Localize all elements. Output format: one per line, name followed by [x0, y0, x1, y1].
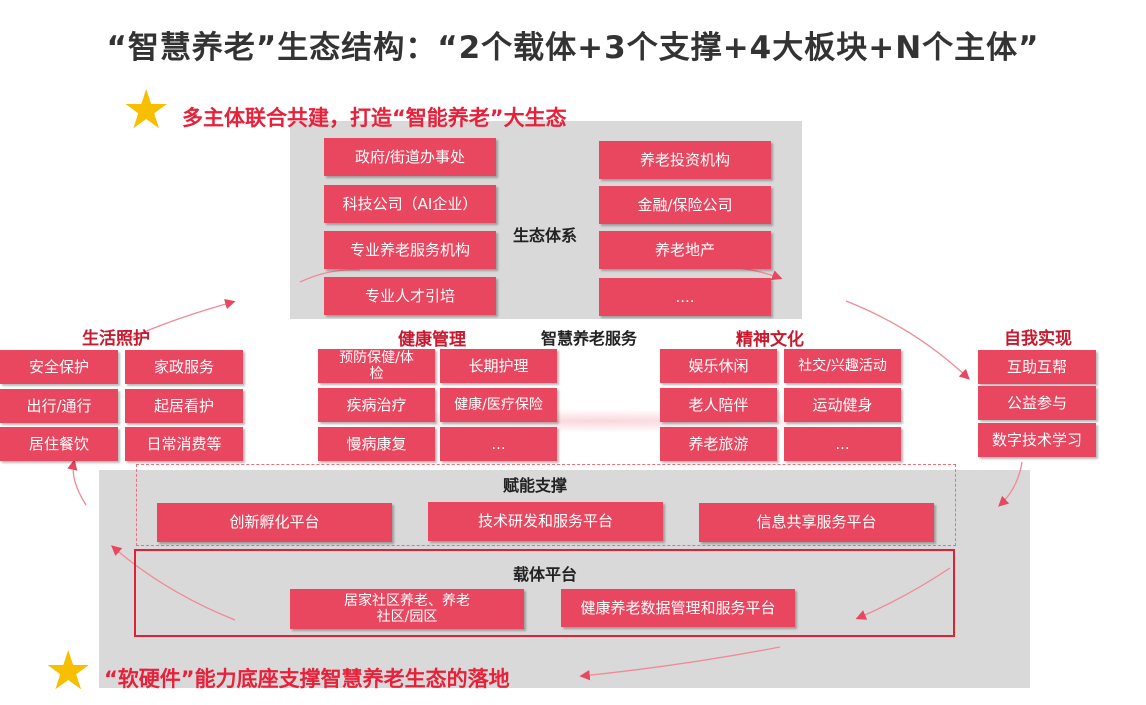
eco-right-3: 养老地产 [599, 231, 771, 269]
support-frame [136, 464, 956, 546]
carrier-label: 载体平台 [513, 565, 578, 584]
health-item-4: 健康/医疗保险 [440, 388, 557, 422]
spirit-item-2: 社交/兴趣活动 [784, 349, 901, 383]
life-care-label: 生活照护 [82, 329, 150, 349]
self-item-2: 公益参与 [978, 386, 1096, 420]
eco-left-3: 专业养老服务机构 [324, 231, 496, 269]
spirit-item-1: 娱乐休闲 [660, 349, 777, 383]
arrow-life-to-eco [129, 299, 236, 339]
self-label: 自我实现 [1004, 329, 1072, 349]
spirit-item-6: ... [784, 427, 901, 461]
bottom-slogan: “软硬件”能力底座支撑智慧养老生态的落地 [104, 667, 510, 691]
arrow-base-bottom [579, 646, 781, 681]
health-item-5: 慢病康复 [318, 427, 435, 461]
star-icon: ★ [44, 639, 93, 702]
star-icon: ★ [122, 78, 171, 141]
life-item-6: 日常消费等 [125, 427, 243, 461]
self-item-3: 数字技术学习 [978, 423, 1096, 457]
spirit-item-5: 养老旅游 [660, 427, 777, 461]
eco-right-1: 养老投资机构 [599, 141, 771, 179]
arrow-left-up [67, 459, 87, 506]
health-item-2: 长期护理 [440, 349, 557, 383]
support-item-3: 信息共享服务平台 [699, 503, 934, 542]
life-item-5: 居住餐饮 [0, 427, 118, 461]
carrier-frame [134, 549, 955, 637]
health-item-6: ... [440, 427, 557, 461]
support-label: 赋能支撑 [503, 476, 568, 495]
top-slogan: 多主体联合共建，打造“智能养老”大生态 [182, 106, 567, 130]
life-item-2: 家政服务 [125, 350, 243, 384]
eco-left-4: 专业人才引培 [324, 277, 496, 315]
health-item-1: 预防保健/体检 [318, 349, 435, 383]
spirit-item-4: 运动健身 [784, 388, 901, 422]
support-item-2: 技术研发和服务平台 [428, 502, 663, 541]
life-item-1: 安全保护 [0, 350, 118, 384]
arrow-self-to-base [998, 461, 1023, 507]
arrow-base-right [855, 567, 951, 620]
self-item-1: 互助互帮 [978, 350, 1096, 384]
health-label: 健康管理 [398, 330, 466, 350]
spirit-label: 精神文化 [736, 330, 804, 350]
arrow-eco-to-self [845, 300, 970, 380]
life-item-3: 出行/通行 [0, 389, 118, 423]
life-item-4: 起居看护 [125, 389, 243, 423]
spirit-item-3: 老人陪伴 [660, 388, 777, 422]
support-item-1: 创新孵化平台 [157, 503, 392, 542]
eco-left-2: 科技公司（AI企业） [324, 185, 496, 223]
eco-right-4: .... [599, 278, 771, 316]
arrow-eco-lower [299, 269, 361, 283]
ecosystem-label: 生态体系 [513, 226, 578, 245]
eco-right-2: 金融/保险公司 [599, 186, 771, 224]
arrow-base-left [111, 545, 236, 621]
carrier-item-1: 居家社区养老、养老社区/园区 [290, 589, 524, 629]
eco-left-1: 政府/街道办事处 [324, 138, 496, 176]
health-item-3: 疾病治疗 [318, 388, 435, 422]
carrier-item-2: 健康养老数据管理和服务平台 [561, 589, 795, 627]
services-label: 智慧养老服务 [541, 329, 638, 348]
page-title: “智慧养老”生态结构：“2个载体+3个支撑+4大板块+N个主体” [106, 30, 1040, 66]
